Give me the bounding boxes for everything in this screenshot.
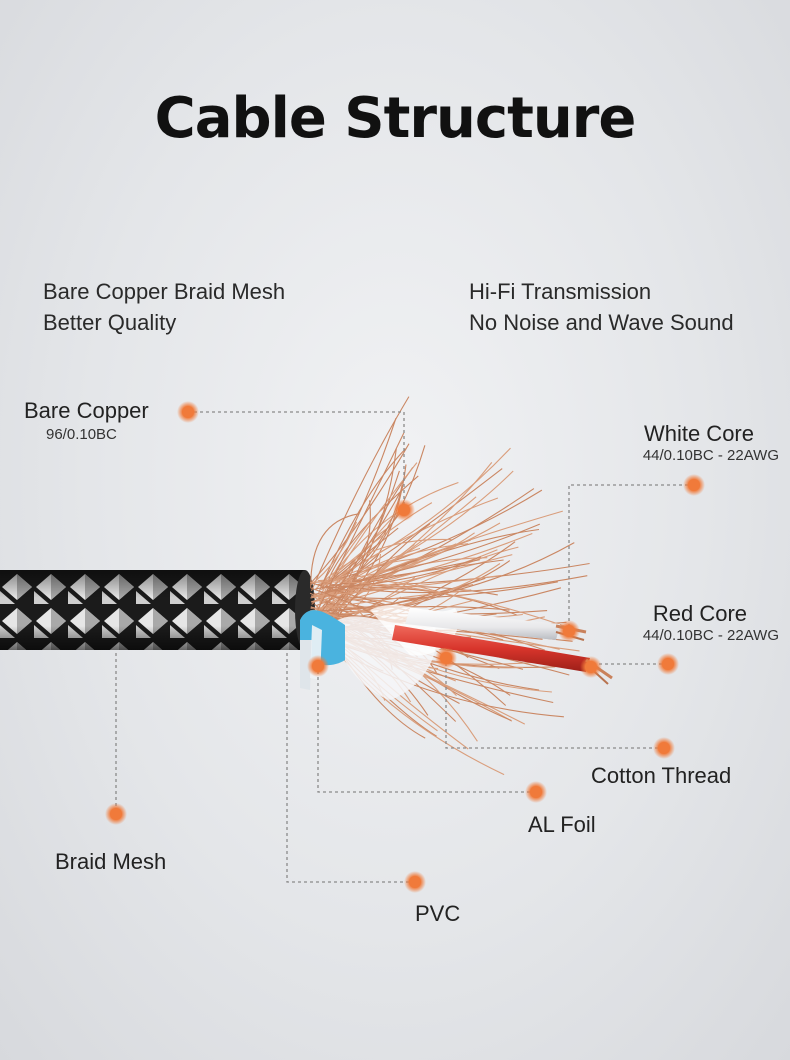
label-bare-copper: Bare Copper — [24, 398, 149, 423]
label-braid-mesh: Braid Mesh — [55, 849, 167, 874]
leader-bare-copper — [188, 411, 405, 510]
dot-cotton-thread — [440, 652, 452, 664]
copper-strand — [320, 417, 397, 587]
pvc-al-foil-layer — [300, 610, 345, 690]
copper-strand — [315, 523, 541, 590]
copper-strand — [310, 396, 410, 592]
feature-list-right: Hi-Fi Transmission No Noise and Wave Sou… — [469, 276, 734, 338]
copper-strand — [310, 521, 358, 586]
label-white-core: White Core — [643, 421, 754, 446]
leader-lines — [115, 411, 694, 883]
feature-hifi: Hi-Fi Transmission — [469, 279, 652, 304]
copper-strand — [318, 448, 406, 593]
page-title: Cable Structure — [154, 86, 637, 151]
copper-strand — [327, 475, 419, 581]
dot-al-foil — [312, 660, 324, 672]
copper-strand — [318, 543, 457, 623]
dot-white-core-label — [688, 479, 700, 491]
dot-copper-strands — [398, 504, 410, 516]
bare-copper-strands — [309, 396, 590, 776]
braid-mesh-jacket — [0, 570, 315, 650]
leader-cotton-thread — [445, 658, 664, 749]
label-cotton-thread: Cotton Thread — [591, 763, 732, 788]
spec-red-core: 44/0.10BC - 22AWG — [642, 627, 779, 644]
copper-strand — [318, 447, 511, 586]
dot-bare-copper — [182, 406, 194, 418]
feature-braid-mesh: Bare Copper Braid Mesh — [43, 279, 286, 304]
dot-red-core-label — [662, 658, 674, 670]
spec-white-core: 44/0.10BC - 22AWG — [642, 447, 779, 464]
copper-strand — [318, 563, 501, 617]
dot-pvc — [409, 876, 421, 888]
copper-strand — [310, 443, 410, 584]
dot-cotton-thread-label — [658, 742, 670, 754]
spec-bare-copper: 96/0.10BC — [46, 426, 117, 443]
label-al-foil: AL Foil — [528, 812, 596, 837]
feature-list-left: Bare Copper Braid Mesh Better Quality — [43, 276, 285, 338]
copper-strand — [315, 486, 404, 621]
dot-braid-mesh — [110, 808, 122, 820]
leader-al-foil — [317, 666, 536, 793]
copper-strand — [310, 513, 360, 589]
copper-strand — [317, 489, 543, 586]
copper-strand — [310, 581, 580, 632]
marker-dots — [105, 401, 705, 893]
copper-strand — [326, 497, 499, 586]
copper-strand — [314, 432, 405, 617]
copper-strand — [314, 538, 452, 591]
feature-quality: Better Quality — [43, 310, 177, 335]
copper-strand — [317, 532, 475, 582]
copper-strand — [315, 462, 493, 621]
copper-strand — [321, 587, 518, 616]
label-pvc: PVC — [415, 901, 461, 926]
label-red-core: Red Core — [652, 601, 747, 626]
copper-strand — [316, 542, 575, 612]
feature-no-noise: No Noise and Wave Sound — [469, 310, 734, 335]
dot-red-core — [585, 661, 597, 673]
copper-strand — [327, 556, 482, 589]
dot-al-foil-label — [530, 786, 542, 798]
leader-pvc — [286, 650, 415, 883]
dot-white-core — [563, 625, 575, 637]
copper-strand — [311, 532, 533, 598]
copper-strand — [326, 500, 371, 613]
